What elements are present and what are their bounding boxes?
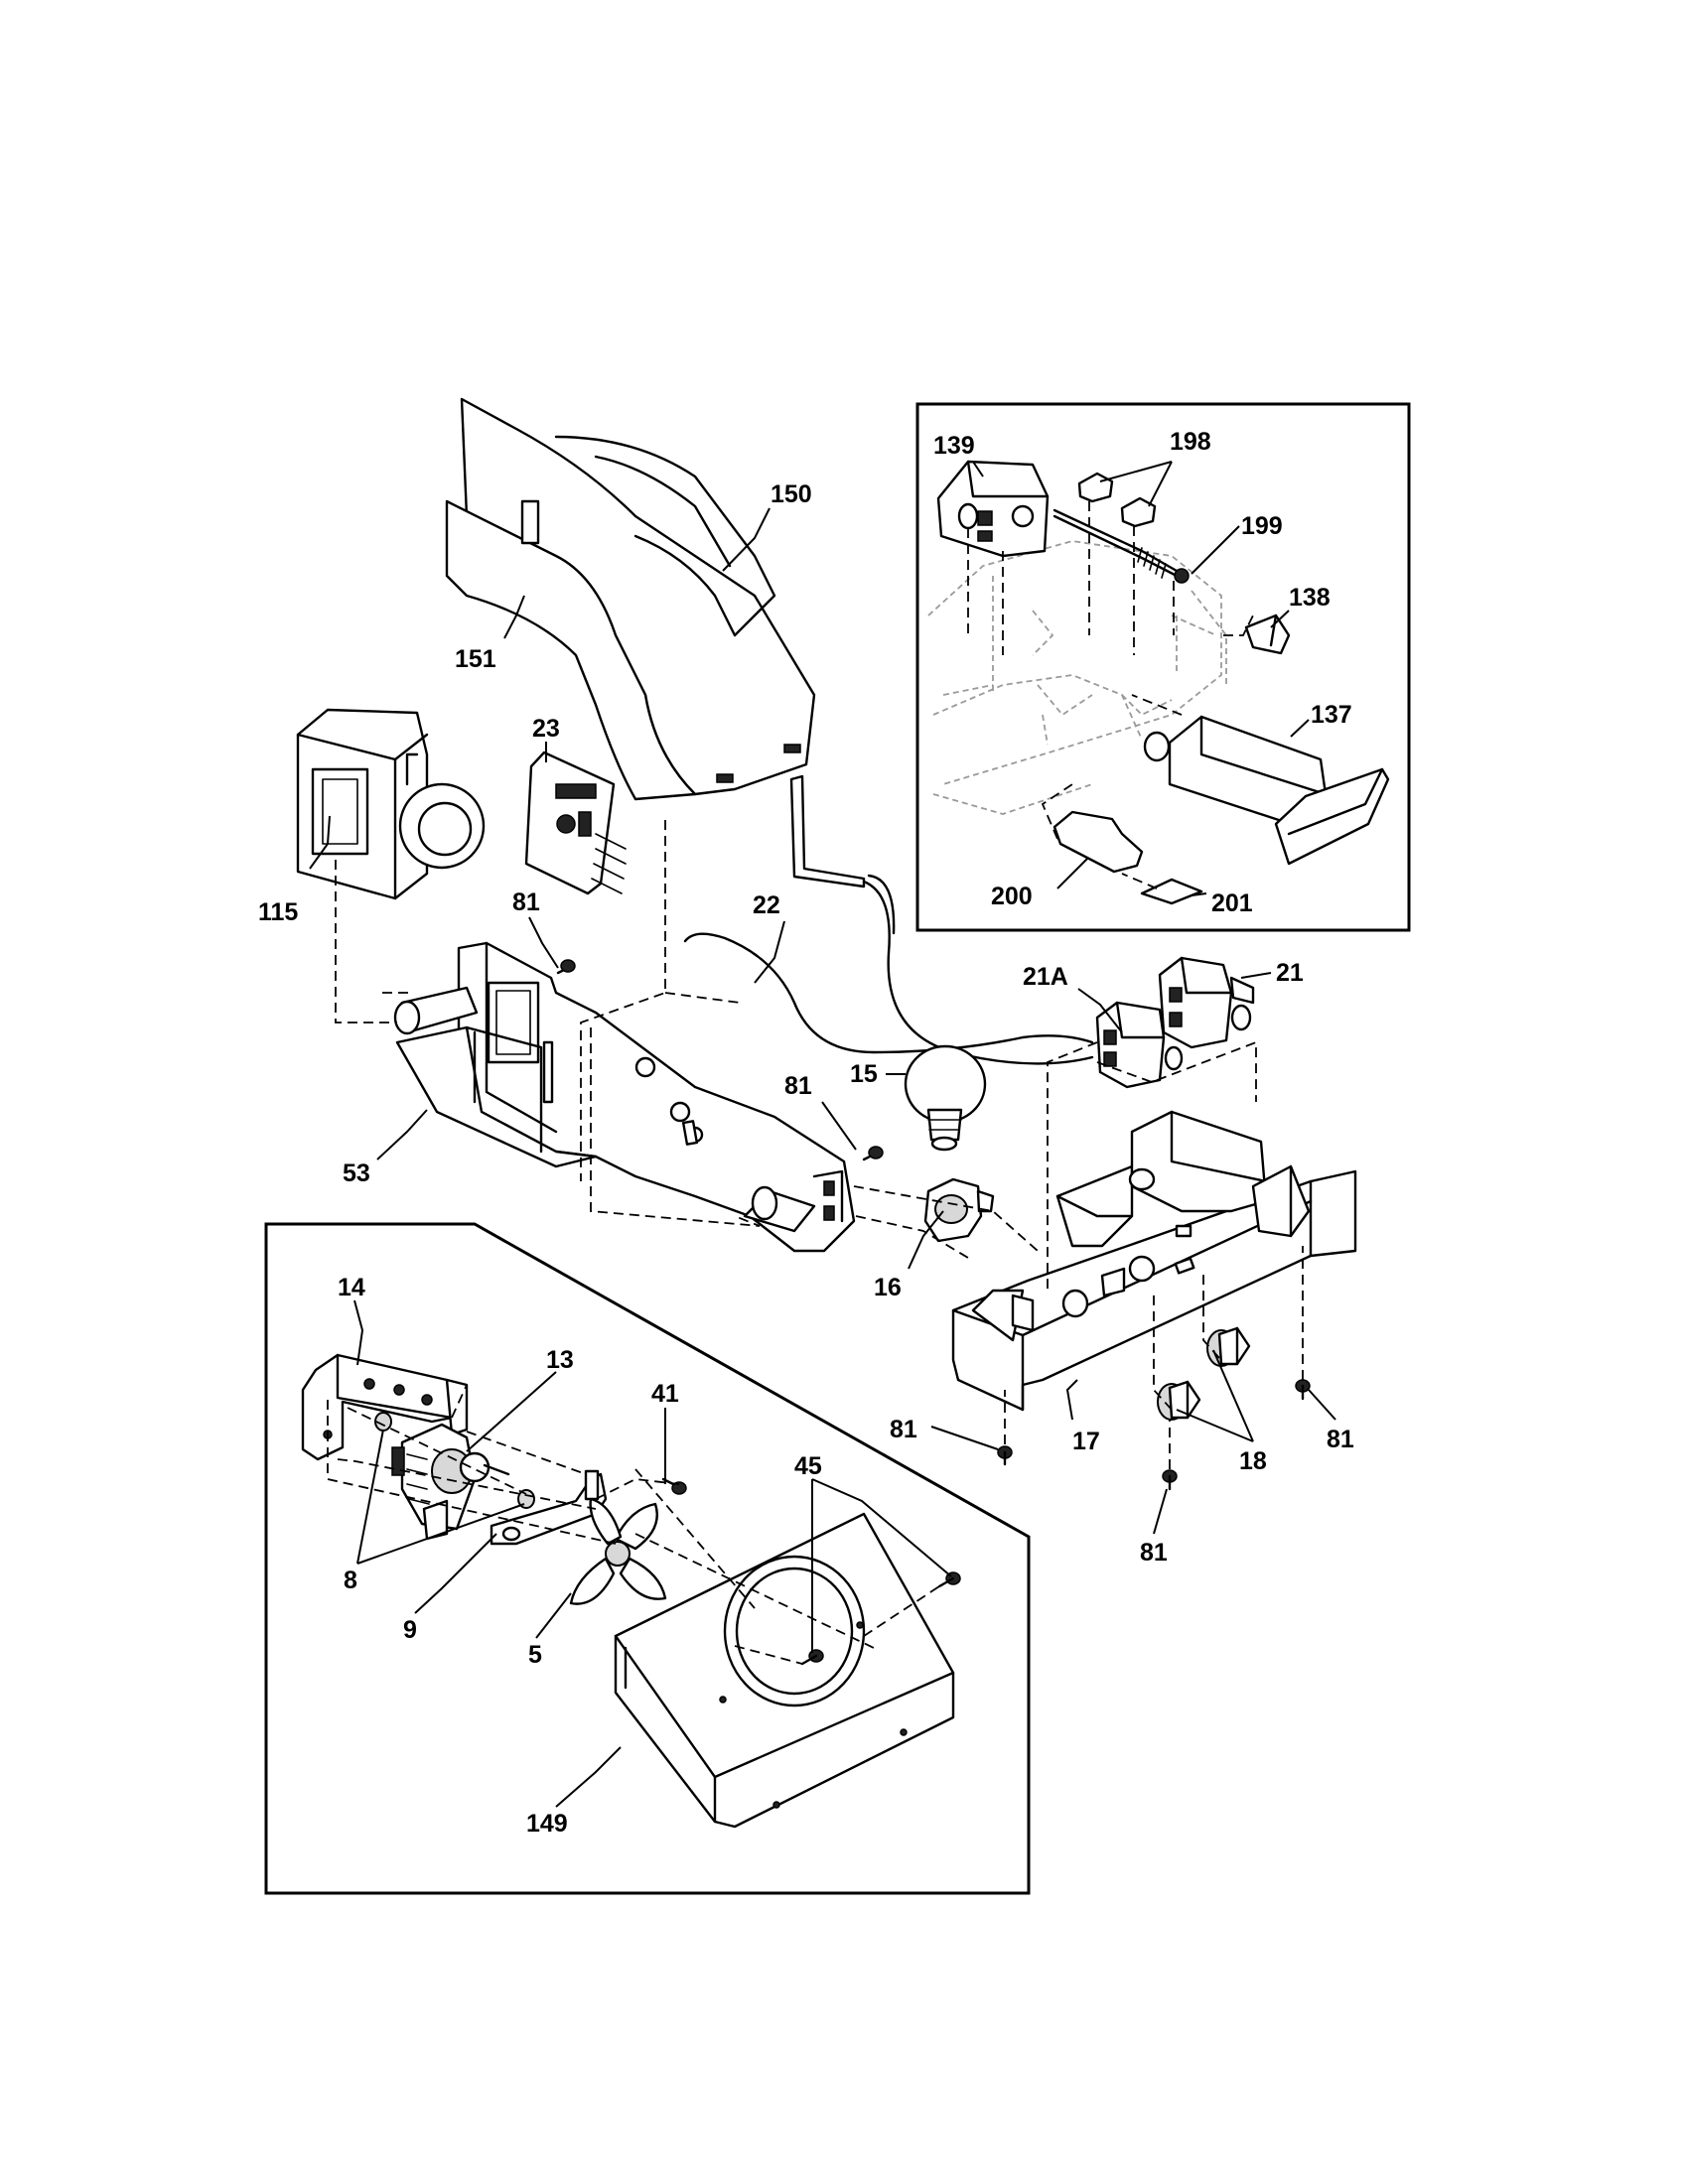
wire-harness-part bbox=[683, 774, 1094, 1065]
label-138: 138 bbox=[1289, 584, 1331, 612]
knobs-part bbox=[1157, 1326, 1251, 1421]
label-81-right: 81 bbox=[1327, 1426, 1354, 1453]
label-13: 13 bbox=[546, 1346, 574, 1374]
label-21A: 21A bbox=[1023, 963, 1068, 991]
label-81-bottom: 81 bbox=[1140, 1539, 1168, 1567]
control-board-part bbox=[524, 751, 627, 895]
label-150: 150 bbox=[771, 480, 812, 508]
label-14: 14 bbox=[338, 1274, 365, 1301]
label-17: 17 bbox=[1072, 1428, 1100, 1455]
label-16: 16 bbox=[874, 1274, 902, 1301]
lamp-socket-part bbox=[923, 1177, 995, 1243]
label-15: 15 bbox=[850, 1060, 878, 1088]
label-21: 21 bbox=[1276, 959, 1304, 987]
label-115: 115 bbox=[258, 898, 298, 926]
dispenser-housing-part bbox=[951, 1110, 1357, 1412]
label-81-mid: 81 bbox=[784, 1072, 812, 1100]
label-53: 53 bbox=[343, 1160, 370, 1187]
label-8: 8 bbox=[344, 1567, 357, 1594]
label-45: 45 bbox=[794, 1452, 822, 1480]
label-200: 200 bbox=[991, 883, 1033, 910]
label-198: 198 bbox=[1170, 428, 1211, 456]
assembly-guides bbox=[335, 820, 1304, 1469]
inset-dispenser-detail bbox=[915, 402, 1411, 932]
label-137: 137 bbox=[1311, 701, 1352, 729]
label-139: 139 bbox=[933, 432, 975, 460]
inset-fan-assembly bbox=[264, 1222, 1031, 1895]
label-81-top: 81 bbox=[512, 888, 540, 916]
label-151: 151 bbox=[455, 645, 496, 673]
label-9: 9 bbox=[403, 1616, 417, 1644]
label-18: 18 bbox=[1239, 1447, 1267, 1475]
screws-81 bbox=[556, 959, 1311, 1491]
label-23: 23 bbox=[532, 715, 560, 743]
label-22: 22 bbox=[753, 891, 780, 919]
dispenser-frame-part bbox=[393, 941, 856, 1253]
chute-duct-part bbox=[445, 397, 816, 801]
part-number-labels: 150 151 23 115 22 81 53 81 15 16 21A 21 … bbox=[258, 428, 1354, 1838]
label-199: 199 bbox=[1241, 512, 1283, 540]
label-149: 149 bbox=[526, 1810, 568, 1838]
switches-part bbox=[1095, 956, 1255, 1089]
bulb-part bbox=[904, 1044, 987, 1152]
control-housing-part bbox=[296, 708, 486, 900]
label-81-left: 81 bbox=[890, 1416, 917, 1443]
leader-lines bbox=[309, 461, 1336, 1808]
label-5: 5 bbox=[528, 1641, 542, 1669]
label-201: 201 bbox=[1211, 889, 1253, 917]
label-41: 41 bbox=[651, 1380, 679, 1408]
